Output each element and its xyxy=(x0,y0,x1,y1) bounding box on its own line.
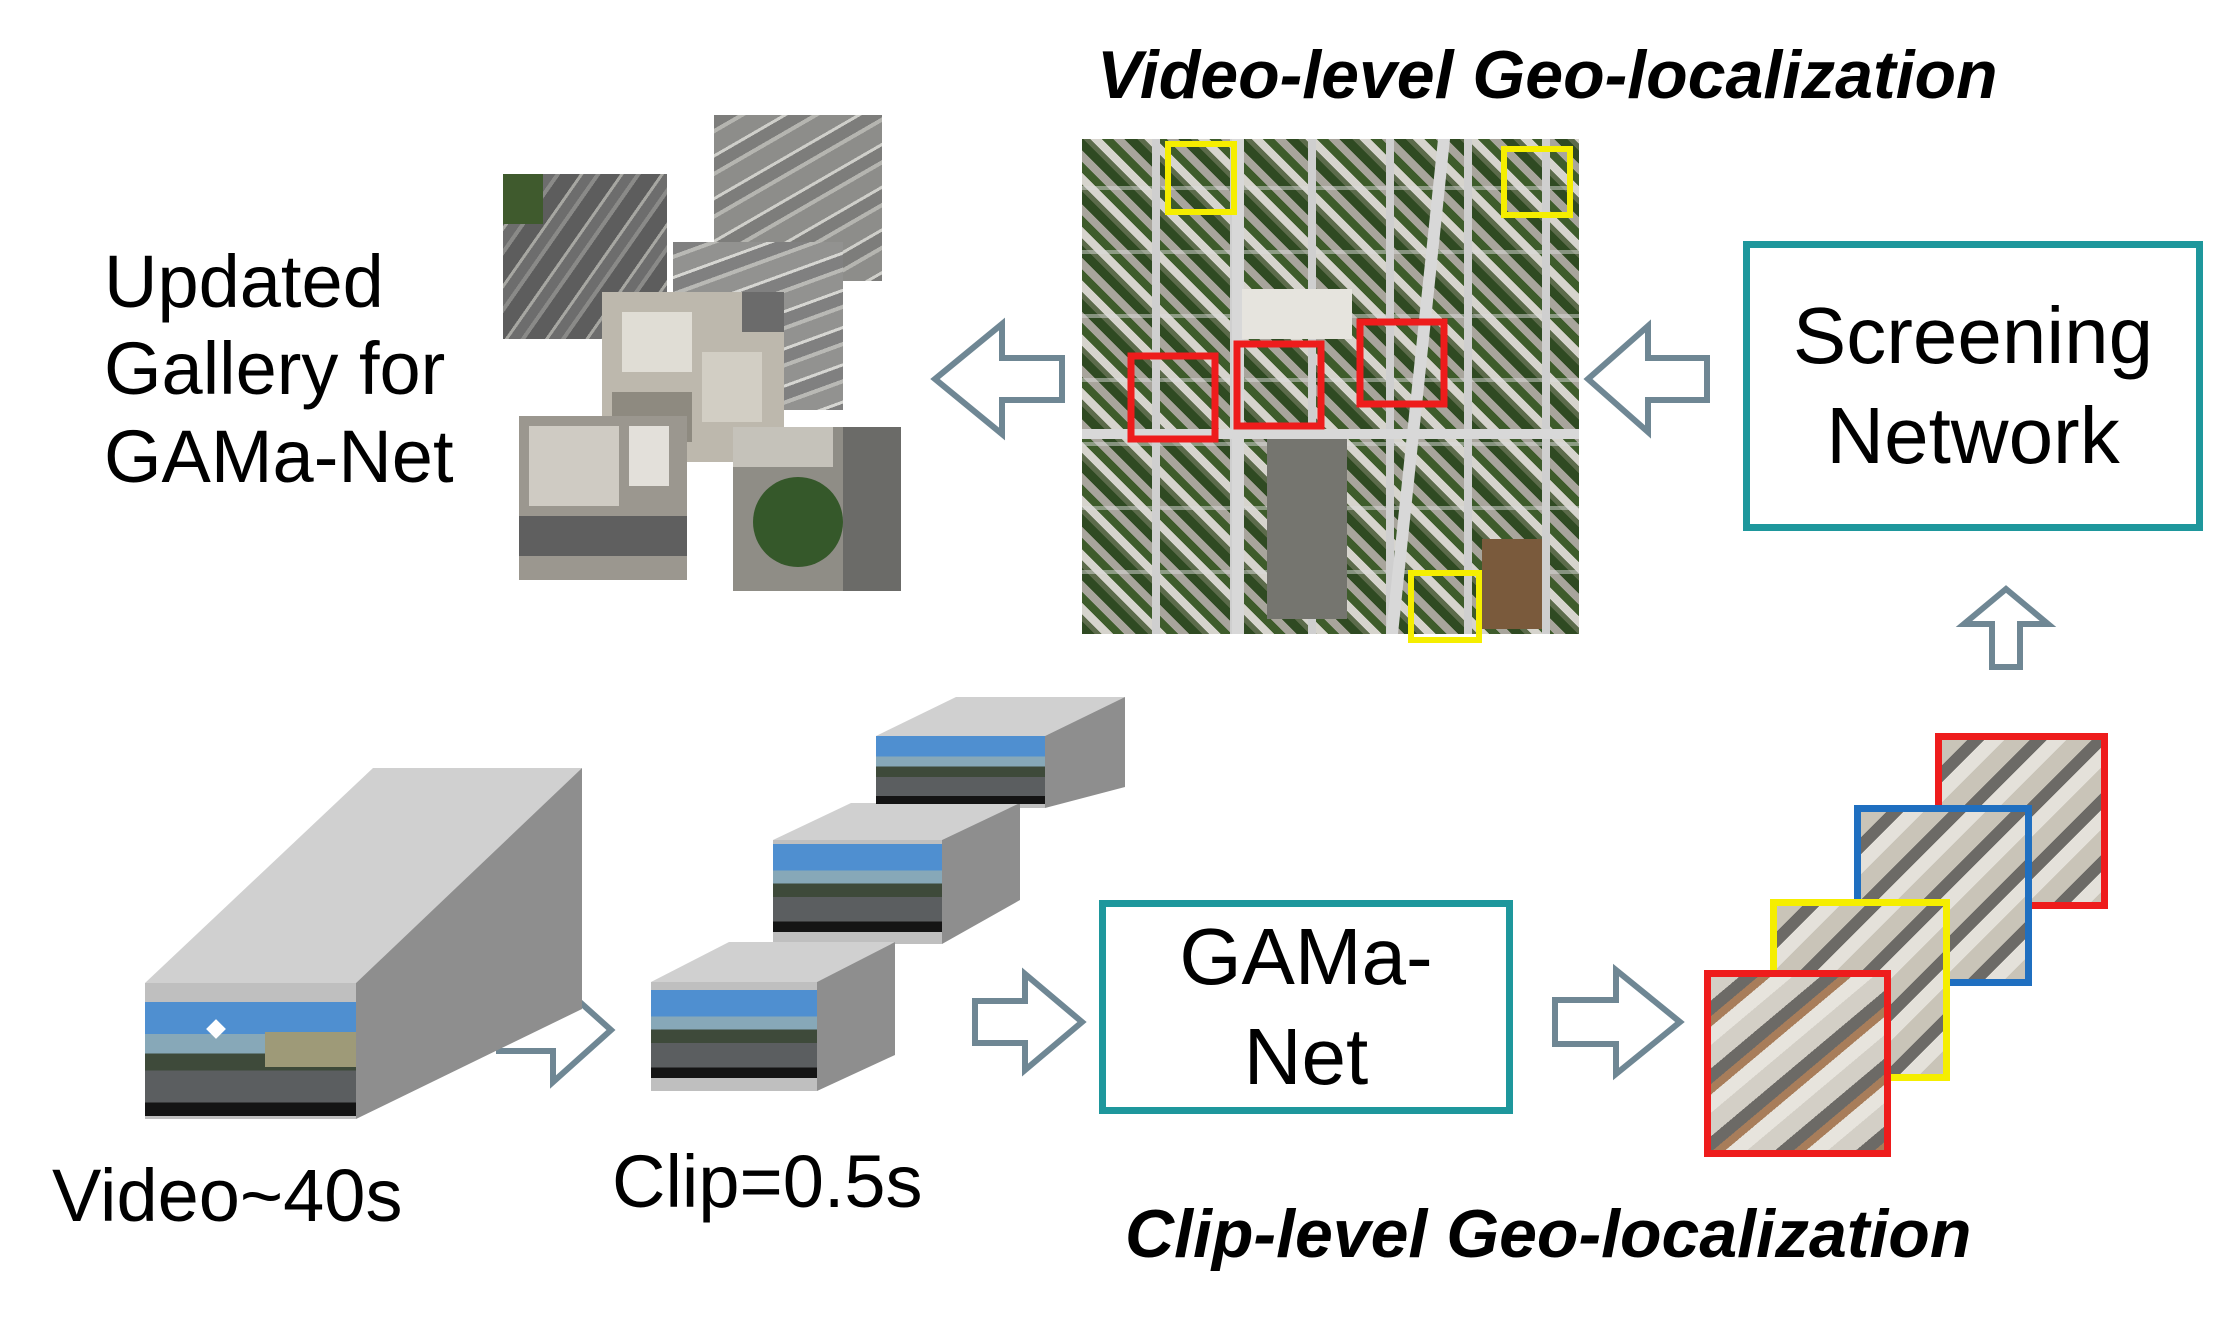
satellite-map xyxy=(1082,139,1579,634)
screening-network-line1: Screening xyxy=(1792,291,2154,380)
gallery-label-line2: Gallery for xyxy=(104,327,446,411)
arrow-up-to-screening-icon xyxy=(1955,585,2057,670)
video-frame-image xyxy=(145,1002,356,1116)
gama-net-line2: Net xyxy=(1243,1012,1369,1101)
map-highlight-red-3 xyxy=(1356,318,1448,408)
gallery-label-line3: GAMa-Net xyxy=(104,414,454,498)
screening-network-box: Screening Network xyxy=(1743,241,2203,531)
arrow-map-to-gallery-icon xyxy=(930,317,1065,441)
video-duration-label: Video~40s xyxy=(52,1154,403,1237)
gama-net-box: GAMa- Net xyxy=(1099,900,1513,1114)
gallery-label-line1: Updated xyxy=(104,240,384,323)
video-level-title: Video-level Geo-localization xyxy=(1097,37,1998,113)
arrow-screening-to-map-icon xyxy=(1583,319,1710,439)
map-highlight-yellow-1 xyxy=(1165,141,1237,215)
clip-frame-image-middle xyxy=(773,844,942,932)
video-cube-side xyxy=(356,768,582,1119)
gama-net-line1: GAMa- xyxy=(1179,912,1433,1001)
gallery-label: Updated Gallery for GAMa-Net xyxy=(104,238,454,500)
clip-frame-image-back xyxy=(876,736,1045,804)
arrow-gamanet-to-tiles-icon xyxy=(1552,963,1685,1081)
screening-network-line2: Network xyxy=(1826,391,2120,480)
map-highlight-red-1 xyxy=(1127,352,1219,443)
map-highlight-yellow-2 xyxy=(1501,146,1573,218)
clip-duration-label: Clip=0.5s xyxy=(612,1140,923,1223)
clip-level-title: Clip-level Geo-localization xyxy=(1125,1196,1972,1272)
gallery-tile-highway-1 xyxy=(503,174,667,339)
arrow-clip-to-gamanet-icon xyxy=(972,967,1087,1077)
map-highlight-red-2 xyxy=(1233,340,1325,430)
video-cube-top xyxy=(145,768,582,983)
map-highlight-yellow-3 xyxy=(1408,570,1482,643)
clip-frame-image-front xyxy=(651,990,817,1078)
gallery-tile-intersection xyxy=(519,416,687,580)
retrieved-tile-1 xyxy=(1704,970,1891,1157)
gallery-tile-tree xyxy=(733,427,901,591)
